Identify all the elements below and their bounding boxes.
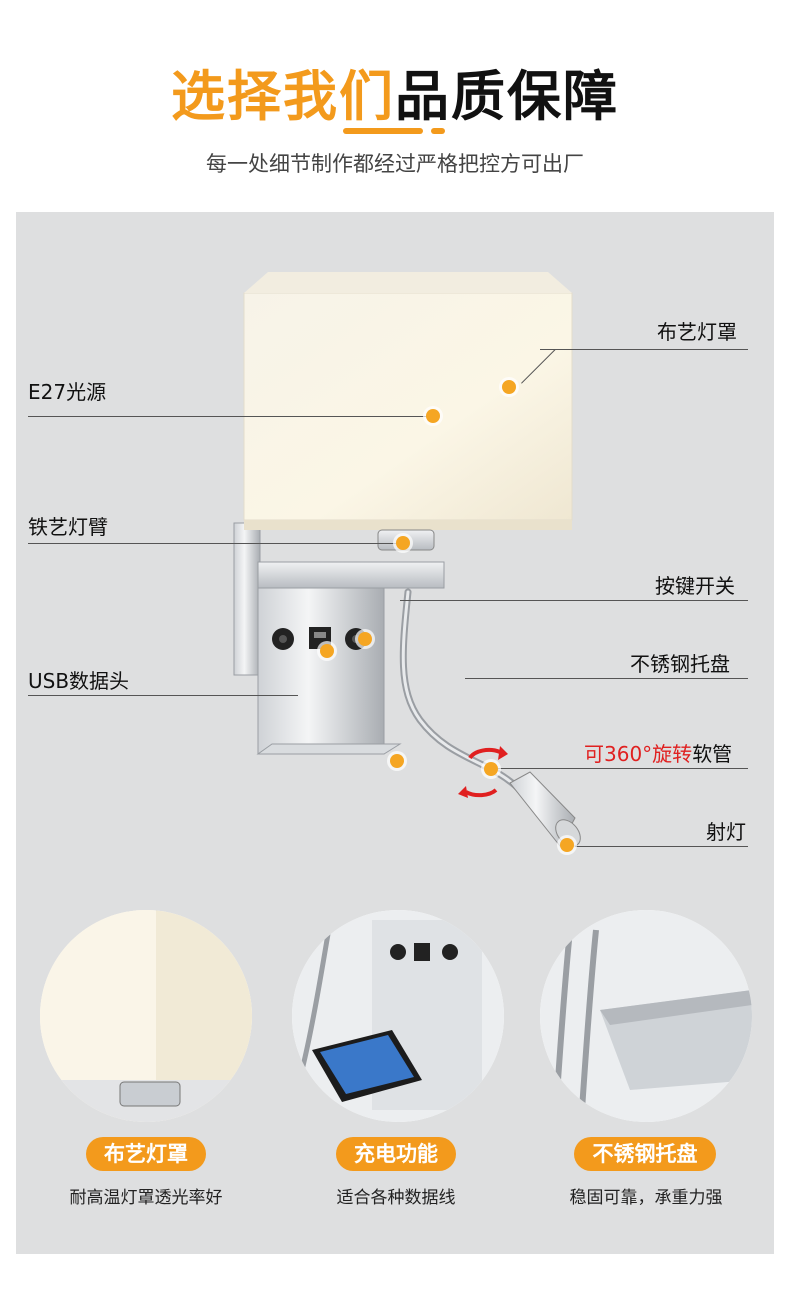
feature-pill-charging: 充电功能 bbox=[336, 1137, 456, 1171]
feature-caption-tray: 稳固可靠，承重力强 bbox=[569, 1188, 723, 1208]
callout-dot-tray bbox=[390, 754, 404, 768]
callout-line-tray bbox=[465, 678, 748, 679]
callout-hose-text: 软管 bbox=[692, 742, 733, 766]
callout-dot-light-source bbox=[426, 409, 440, 423]
feature-caption-shade: 耐高温灯罩透光率好 bbox=[69, 1188, 223, 1208]
callout-shade: 布艺灯罩 bbox=[657, 320, 737, 344]
feature-pill-tray: 不锈钢托盘 bbox=[574, 1137, 716, 1171]
callout-dot-hose bbox=[484, 762, 498, 776]
feature-caption-charging: 适合各种数据线 bbox=[336, 1188, 456, 1208]
callout-hose-highlight: 可360°旋转 bbox=[584, 742, 693, 766]
callout-dot-shade bbox=[502, 380, 516, 394]
feature-pill-shade: 布艺灯罩 bbox=[86, 1137, 206, 1171]
feature-image-tray bbox=[540, 910, 752, 1122]
callout-dot-spotlight bbox=[560, 838, 574, 852]
feature-image-shade bbox=[40, 910, 252, 1122]
callout-line-shade bbox=[540, 349, 748, 350]
callout-spotlight: 射灯 bbox=[706, 820, 746, 844]
callout-line-usb bbox=[28, 695, 298, 696]
callout-line-spotlight bbox=[575, 846, 748, 847]
title-main: 品质保障 bbox=[395, 65, 619, 128]
page-title: 选择我们品质保障 bbox=[0, 52, 790, 131]
callout-usb: USB数据头 bbox=[28, 669, 130, 693]
feature-image-charging bbox=[292, 910, 504, 1122]
title-underline bbox=[343, 128, 447, 134]
callout-line-arm bbox=[28, 543, 398, 544]
callout-dot-arm bbox=[396, 536, 410, 550]
callout-dot-usb bbox=[320, 644, 334, 658]
callout-switch: 按键开关 bbox=[655, 574, 735, 598]
callout-dot-switch bbox=[358, 632, 372, 646]
callout-line-light-source bbox=[28, 416, 428, 417]
callout-line-hose bbox=[490, 768, 748, 769]
subtitle: 每一处细节制作都经过严格把控方可出厂 bbox=[206, 152, 584, 176]
callout-arm: 铁艺灯臂 bbox=[28, 515, 108, 539]
title-highlight: 选择我们 bbox=[171, 65, 395, 128]
callout-light-source: E27光源 bbox=[28, 380, 107, 404]
callout-line-switch bbox=[400, 600, 748, 601]
callout-hose: 可360°旋转软管 bbox=[584, 738, 732, 767]
wall-lamp-illustration bbox=[233, 272, 581, 847]
callout-tray: 不锈钢托盘 bbox=[630, 652, 730, 676]
